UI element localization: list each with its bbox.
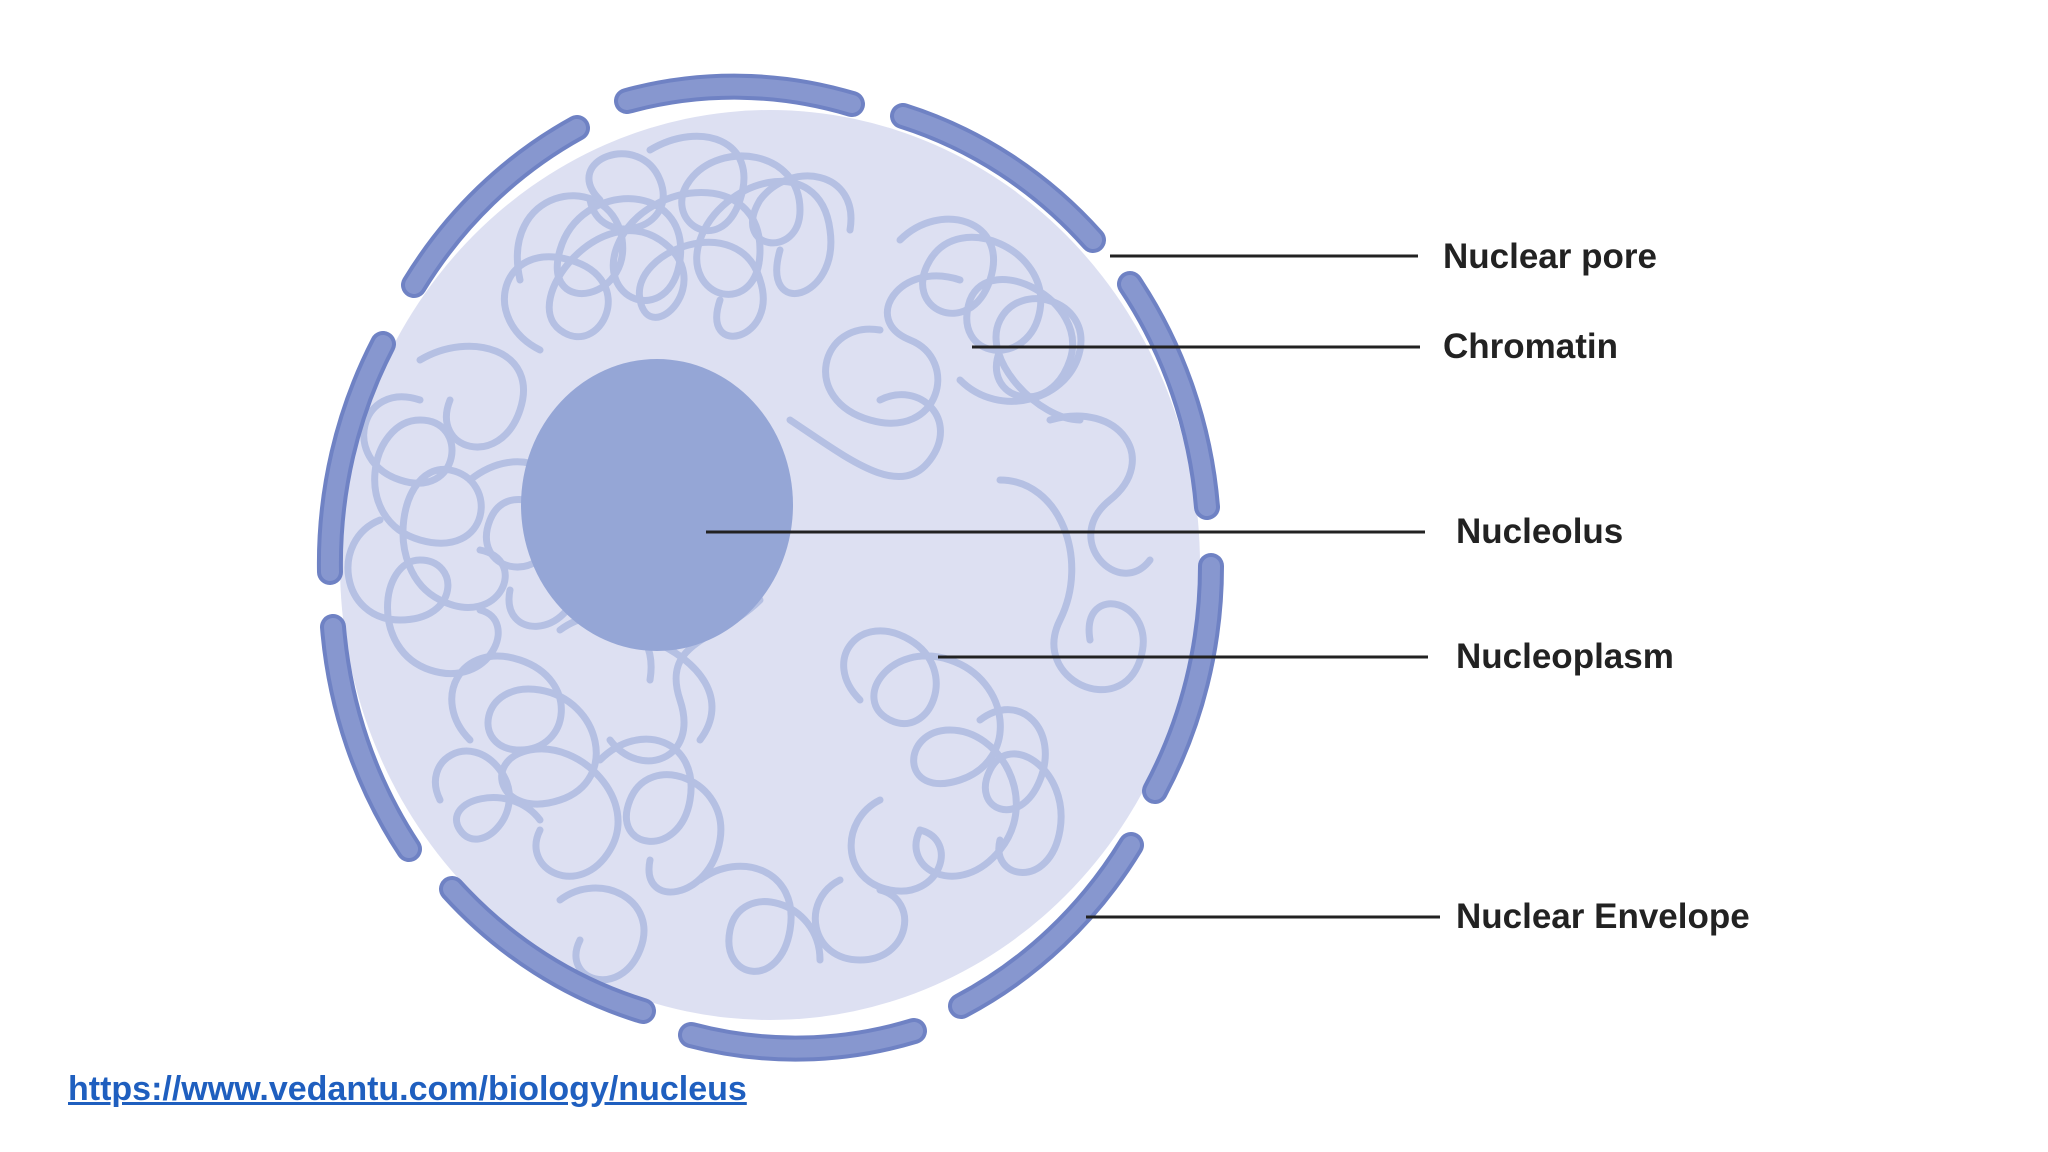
label-chromatin: Chromatin [1443, 327, 1618, 366]
leader-lines [706, 254, 1440, 919]
chromatin-strands [344, 132, 1154, 983]
label-nucleoplasm: Nucleoplasm [1456, 637, 1674, 676]
label-nuclear-envelope: Nuclear Envelope [1456, 897, 1750, 936]
label-nucleolus: Nucleolus [1456, 512, 1623, 551]
nucleolus [521, 359, 793, 651]
source-link[interactable]: https://www.vedantu.com/biology/nucleus [68, 1070, 747, 1108]
nuclear-envelope [316, 73, 1225, 1062]
label-nuclear-pore: Nuclear pore [1443, 237, 1657, 276]
